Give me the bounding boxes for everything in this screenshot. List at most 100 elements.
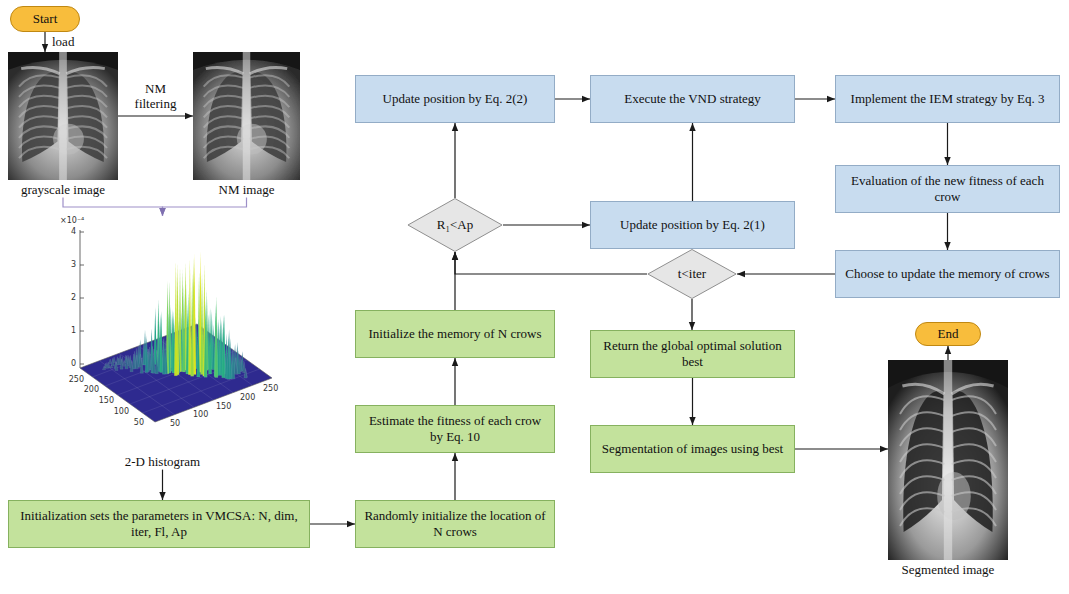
image-caption: Segmented image	[902, 562, 995, 578]
node-text: t<iter	[678, 266, 706, 282]
axis-tick: 200	[240, 394, 255, 403]
xray-clavicle	[21, 67, 60, 73]
axis-tick-mark	[80, 298, 84, 299]
xray-rib	[900, 476, 944, 494]
axis-tick: 2	[71, 294, 76, 303]
axis-scale: ×10⁻⁴	[60, 217, 84, 226]
flow-arrow	[455, 252, 647, 274]
node-text: Initialize the memory of N crows	[369, 326, 542, 342]
xray-rib	[900, 508, 944, 526]
xray-rib	[66, 147, 107, 158]
xray-clavicle	[66, 67, 105, 73]
axis-tick-mark	[80, 265, 84, 266]
axis-tick: 4	[71, 228, 76, 237]
xray-rib	[952, 428, 996, 446]
flow-arrow	[310, 523, 355, 524]
xray-figure	[888, 360, 1008, 560]
image-panel: NM image	[193, 52, 300, 198]
process-box: Implement the IEM strategy by Eq. 3	[835, 75, 1060, 123]
histogram-spike	[160, 311, 163, 373]
histogram-spike	[222, 315, 225, 378]
node-text: R₁<Ap	[437, 217, 473, 233]
node-text: Estimate the fitness of each crow by Eq.…	[364, 413, 546, 444]
edge-label: load	[50, 34, 76, 50]
process-box: Evaluation of the new fitness of each cr…	[835, 165, 1060, 213]
histogram-spike	[197, 318, 200, 377]
xray-rib	[204, 147, 244, 158]
histogram-spike	[130, 360, 133, 372]
flow-arrow	[555, 98, 590, 99]
decision-diamond: R₁<Ap	[407, 198, 503, 252]
xray-background	[888, 360, 1008, 560]
xray-rib	[952, 396, 996, 414]
image-caption: NM image	[219, 182, 275, 198]
flow-arrow	[692, 378, 693, 425]
axis-tick-mark	[80, 364, 84, 365]
flow-arrow	[947, 213, 948, 250]
xray-rib	[900, 492, 944, 510]
node-text: Implement the IEM strategy by Eq. 3	[851, 91, 1045, 107]
node-text: Choose to update the memory of crows	[845, 266, 1049, 282]
histogram-spike	[120, 359, 123, 369]
xray-rib	[900, 444, 944, 462]
xray-spine	[243, 52, 250, 180]
xray-rib	[900, 396, 944, 414]
decision-diamond: t<iter	[647, 249, 737, 299]
histogram-spike	[182, 285, 185, 372]
histogram-spike	[227, 335, 230, 379]
node-text: Randomly initialize the location of N cr…	[364, 508, 546, 539]
xray-rib	[900, 428, 944, 446]
xray-clavicle	[952, 384, 994, 394]
process-box: Initialization sets the parameters in VM…	[8, 500, 310, 548]
histogram-spike	[215, 296, 218, 377]
process-box: Choose to update the memory of crows	[835, 250, 1060, 298]
axis-tick-mark	[80, 331, 84, 332]
histogram-spike	[237, 350, 240, 374]
histogram-spike	[191, 273, 194, 376]
histogram-spike	[140, 358, 143, 373]
node-text: Segmentation of images using best	[602, 441, 783, 457]
flow-arrow	[454, 123, 455, 198]
node-text: Start	[33, 11, 58, 27]
xray-image	[193, 52, 300, 180]
flow-arrow	[692, 123, 693, 201]
histogram-spike	[145, 336, 148, 373]
xray-rib	[900, 412, 944, 430]
xray-rib	[19, 147, 60, 158]
axis-tick: 1	[71, 327, 76, 336]
histogram-spike	[208, 307, 211, 374]
axis-tick: 3	[71, 261, 76, 270]
histogram-spike	[204, 301, 207, 377]
process-box: Return the global optimal solution best	[590, 330, 795, 378]
z-axis	[80, 230, 81, 368]
process-box: Update position by Eq. 2(1)	[590, 201, 795, 249]
histogram-spike	[105, 362, 108, 368]
histogram-plot	[80, 230, 272, 422]
xray-rib	[250, 147, 290, 158]
terminal-pill: Start	[10, 6, 80, 32]
xray-rib	[952, 492, 996, 510]
xray-background	[8, 52, 118, 180]
flow-arrow	[795, 98, 835, 99]
xray-rib	[952, 508, 996, 526]
flow-arrow	[162, 470, 163, 500]
xray-figure	[8, 52, 118, 180]
histogram-spike	[244, 368, 247, 378]
flow-arrow	[503, 224, 590, 225]
xray-rib	[900, 460, 944, 478]
node-text: Execute the VND strategy	[624, 91, 761, 107]
histogram-spike	[135, 355, 138, 369]
xray-rib	[952, 460, 996, 478]
process-box: Segmentation of images using best	[590, 425, 795, 473]
histogram-spike	[174, 261, 177, 375]
process-box: Initialize the memory of N crows	[355, 310, 555, 358]
axis-tick: 100	[114, 408, 129, 417]
axis-tick: 250	[263, 385, 278, 394]
node-text: End	[938, 326, 959, 342]
node-text: Evaluation of the new fitness of each cr…	[844, 173, 1051, 204]
axis-tick: 250	[69, 376, 84, 385]
flow-arrow	[947, 346, 948, 360]
histogram-panel: 2-D histogram	[40, 216, 285, 470]
xray-image	[8, 52, 118, 180]
